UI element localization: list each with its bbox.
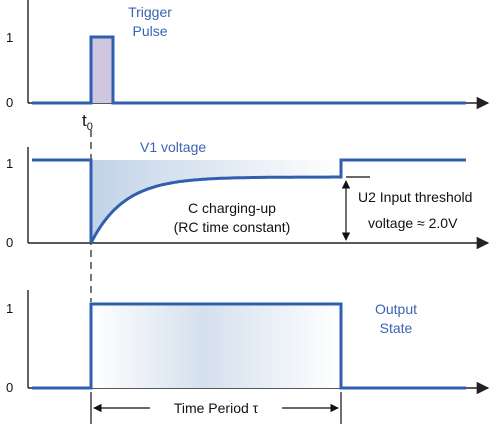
- output-high-fill: [91, 304, 341, 388]
- time-period-label: Time Period τ: [174, 400, 259, 416]
- trigger-label-line2: Pulse: [132, 23, 167, 39]
- t0-main: t: [82, 111, 87, 130]
- trigger-panel: 1 0 Trigger Pulse t0: [6, 0, 490, 133]
- output-panel: 1 0 Output State Time Period τ: [6, 290, 490, 424]
- output-level-low: 0: [6, 380, 13, 395]
- t0-subscript: 0: [87, 121, 93, 133]
- trigger-pulse-fill: [91, 37, 113, 103]
- threshold-label-line1: U2 Input threshold: [358, 189, 472, 205]
- output-label-line1: Output: [375, 301, 417, 317]
- charge-label-line2: (RC time constant): [174, 219, 291, 235]
- trigger-pulse-waveform: [32, 35, 466, 105]
- v1-voltage-label: V1 voltage: [140, 139, 206, 155]
- t0-marker-label: t0: [82, 111, 93, 133]
- period-label-backdrop: [150, 397, 282, 419]
- trigger-level-low: 0: [6, 95, 13, 110]
- trigger-label-line1: Trigger: [128, 4, 172, 20]
- trigger-level-high: 1: [6, 30, 13, 45]
- output-state-waveform: [32, 302, 466, 390]
- v1-panel: 1 0 V1 voltage C charging-up (RC time co…: [6, 139, 490, 250]
- charge-label-line1: C charging-up: [188, 200, 276, 216]
- output-level-high: 1: [6, 301, 13, 316]
- threshold-label-line2: voltage ≈ 2.0V: [368, 215, 458, 231]
- v1-level-high: 1: [6, 156, 13, 171]
- v1-charging-shade: [91, 160, 341, 243]
- v1-voltage-waveform: [32, 158, 466, 244]
- output-label-line2: State: [380, 320, 413, 336]
- v1-level-low: 0: [6, 235, 13, 250]
